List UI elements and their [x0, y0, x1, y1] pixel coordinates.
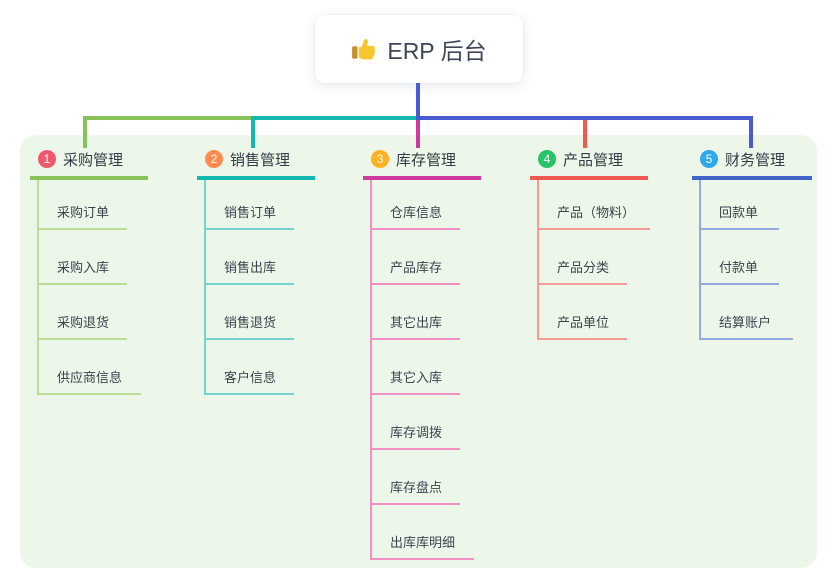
branch-child-connector: [204, 180, 206, 395]
drop-line-product: [583, 120, 587, 148]
child-node[interactable]: 库存调拨: [370, 425, 460, 450]
drop-line-sales: [251, 120, 255, 148]
connector-teal-segment: [251, 116, 418, 120]
branches-background-panel: [20, 135, 817, 568]
child-node[interactable]: 销售出库: [204, 260, 294, 285]
drop-line-inventory: [416, 120, 420, 148]
branch-child-connector: [370, 180, 372, 560]
child-node[interactable]: 采购订单: [37, 205, 127, 230]
child-node[interactable]: 供应商信息: [37, 370, 141, 395]
branch-label: 采购管理: [63, 151, 124, 169]
child-node[interactable]: 产品（物料）: [537, 205, 650, 230]
branch-label: 销售管理: [230, 151, 291, 169]
branch-header-sales[interactable]: 2 销售管理: [197, 148, 315, 180]
branch-header-purchase[interactable]: 1 采购管理: [30, 148, 148, 180]
drop-line-finance: [749, 120, 753, 148]
child-node[interactable]: 其它入库: [370, 370, 460, 395]
branch-child-connector: [537, 180, 539, 340]
child-node[interactable]: 出库库明细: [370, 535, 474, 560]
child-node[interactable]: 库存盘点: [370, 480, 460, 505]
child-node[interactable]: 采购入库: [37, 260, 127, 285]
branch-header-finance[interactable]: 5 财务管理: [692, 148, 812, 180]
root-node-erp[interactable]: ERP 后台: [315, 15, 523, 83]
branch-number-badge: 4: [538, 150, 556, 168]
child-node[interactable]: 付款单: [699, 260, 779, 285]
child-node[interactable]: 结算账户: [699, 315, 793, 340]
child-node[interactable]: 采购退货: [37, 315, 127, 340]
branch-number-badge: 2: [205, 150, 223, 168]
child-node[interactable]: 仓库信息: [370, 205, 460, 230]
branch-number-badge: 3: [371, 150, 389, 168]
branch-label: 库存管理: [396, 151, 457, 169]
child-node[interactable]: 其它出库: [370, 315, 460, 340]
root-node-label: ERP 后台: [387, 38, 487, 64]
branch-child-connector: [37, 180, 39, 395]
branch-label: 产品管理: [563, 151, 624, 169]
child-node[interactable]: 销售退货: [204, 315, 294, 340]
child-node[interactable]: 客户信息: [204, 370, 294, 395]
branch-child-connector: [699, 180, 701, 340]
child-node[interactable]: 产品库存: [370, 260, 460, 285]
child-node[interactable]: 产品单位: [537, 315, 627, 340]
thumbs-up-icon: [351, 36, 377, 62]
drop-line-purchase: [83, 120, 87, 148]
branch-header-inventory[interactable]: 3 库存管理: [363, 148, 481, 180]
branch-number-badge: 1: [38, 150, 56, 168]
branch-label: 财务管理: [725, 151, 786, 169]
connector-green-segment: [83, 116, 251, 120]
child-node[interactable]: 产品分类: [537, 260, 627, 285]
branch-header-product[interactable]: 4 产品管理: [530, 148, 648, 180]
child-node[interactable]: 销售订单: [204, 205, 294, 230]
connector-blue-segment: [416, 116, 753, 120]
branch-number-badge: 5: [700, 150, 718, 168]
root-stem-line: [416, 83, 420, 116]
child-node[interactable]: 回款单: [699, 205, 779, 230]
